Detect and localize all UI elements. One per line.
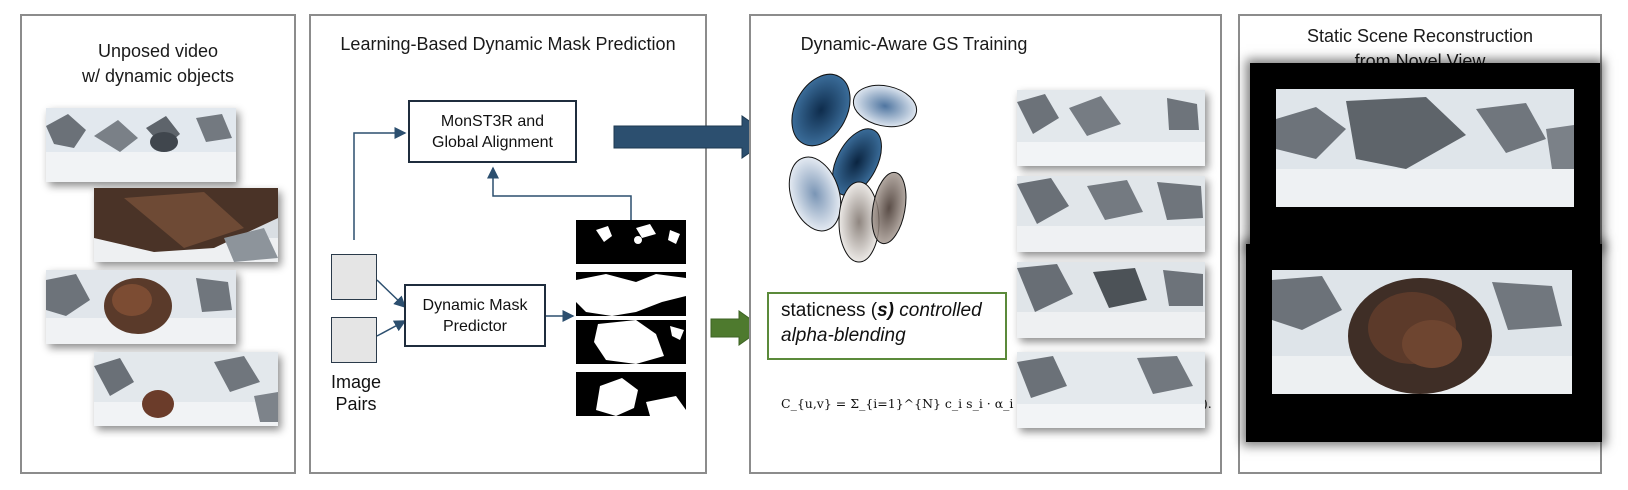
video-frame-3: [46, 270, 236, 344]
novel-view-frame-bottom: [1246, 244, 1602, 442]
gs-render-1: [1017, 90, 1205, 166]
panel-unposed-video: Unposed video w/ dynamic objects: [20, 14, 296, 474]
mask-image-4: [576, 372, 686, 416]
blend-text-rest: controlled: [894, 300, 982, 321]
panel-mask-prediction: Learning-Based Dynamic Mask Prediction M…: [309, 14, 707, 474]
panel-gs-training: Dynamic-Aware GS Training staticness (s)…: [749, 14, 1222, 474]
video-frame-1: [46, 108, 236, 182]
image-pair-square-2: [331, 317, 377, 363]
panel2-connectors: [353, 127, 632, 337]
mask-image-3: [576, 320, 686, 364]
panel1-title-line2: w/ dynamic objects: [81, 66, 235, 86]
gaussian-ellipsoids: [788, 73, 918, 263]
gs-render-2: [1017, 176, 1205, 252]
image-pairs-label: Image Pairs: [330, 372, 382, 414]
blend-text-symbol: s): [877, 300, 894, 321]
dynamic-mask-predictor-box: Dynamic Mask Predictor: [404, 284, 546, 347]
video-frame-2: [94, 188, 278, 262]
gs-render-3: [1017, 262, 1205, 338]
panel2-title: Learning-Based Dynamic Mask Prediction: [340, 34, 676, 54]
panel4-title-line1: Static Scene Reconstruction: [1306, 26, 1534, 46]
panel1-title-line1: Unposed video: [97, 41, 219, 61]
monst3r-global-alignment-box: MonST3R and Global Alignment: [408, 100, 577, 163]
gs-render-4: [1017, 352, 1205, 428]
panel3-title: Dynamic-Aware GS Training: [800, 34, 1028, 54]
novel-view-render-1: [1276, 89, 1574, 207]
staticness-blending-box: staticness (s) controlled alpha-blending: [767, 292, 1007, 360]
novel-view-render-2: [1272, 270, 1572, 394]
novel-view-frame-top: [1250, 63, 1600, 248]
mask-image-2: [576, 272, 686, 316]
blend-text-plain: staticness (: [781, 300, 878, 321]
mask-image-1: [576, 220, 686, 264]
video-frame-4: [94, 352, 278, 426]
image-pair-square-1: [331, 254, 377, 300]
blend-text-line2: alpha-blending: [781, 325, 906, 346]
